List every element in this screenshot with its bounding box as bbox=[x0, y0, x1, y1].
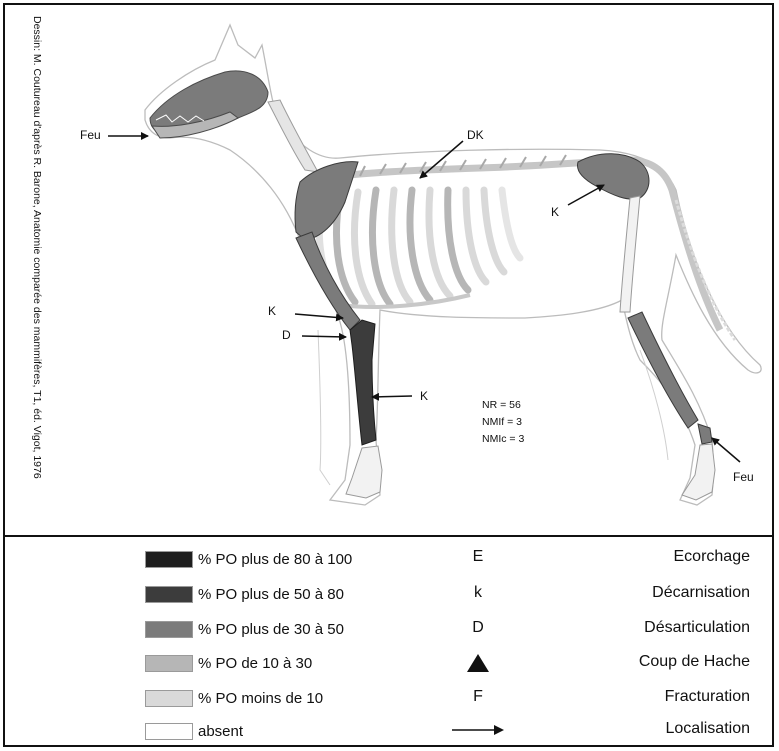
label-d-elbow: D bbox=[282, 328, 291, 342]
label-dk: DK bbox=[467, 128, 484, 142]
symbol-letter: E bbox=[460, 548, 496, 566]
label-feu-foot: Feu bbox=[733, 470, 754, 484]
arrow-k-radius bbox=[372, 396, 412, 397]
legend-label: % PO plus de 80 à 100 bbox=[198, 551, 352, 568]
legend-row: absent bbox=[145, 721, 243, 741]
tibia-bone bbox=[628, 312, 698, 428]
hind-foot-bones bbox=[682, 444, 715, 500]
legend-swatch bbox=[145, 621, 193, 638]
symbol-row: F Fracturation bbox=[460, 688, 750, 710]
stat-nmic: NMIc = 3 bbox=[482, 431, 524, 448]
symbol-letter: D bbox=[460, 619, 496, 637]
legend-swatch bbox=[145, 690, 193, 707]
symbol-row: D Désarticulation bbox=[460, 619, 750, 641]
label-k-radius: K bbox=[420, 389, 428, 403]
arrow-icon bbox=[448, 720, 508, 745]
legend-label: % PO moins de 10 bbox=[198, 690, 323, 707]
legend-swatch bbox=[145, 551, 193, 568]
symbol-label: Désarticulation bbox=[644, 619, 750, 637]
symbol-row: k Décarnisation bbox=[460, 584, 750, 606]
legend-row: % PO plus de 30 à 50 bbox=[145, 619, 344, 639]
symbol-letter: F bbox=[460, 688, 496, 706]
symbol-label: Fracturation bbox=[665, 688, 750, 706]
symbol-row: Coup de Hache bbox=[460, 653, 750, 675]
stat-nmif: NMIf = 3 bbox=[482, 414, 524, 431]
label-feu-head: Feu bbox=[80, 128, 101, 142]
legend-swatch bbox=[145, 586, 193, 603]
label-k-humerus: K bbox=[268, 304, 276, 318]
symbol-letter: k bbox=[460, 584, 496, 602]
arrow-feu-foot bbox=[712, 438, 740, 462]
legend-row: % PO plus de 80 à 100 bbox=[145, 549, 352, 569]
stat-nr: NR = 56 bbox=[482, 397, 524, 414]
symbol-label: Coup de Hache bbox=[639, 653, 750, 671]
legend-row: % PO plus de 50 à 80 bbox=[145, 584, 344, 604]
symbol-row: Localisation bbox=[460, 720, 750, 742]
arrow-d-elbow bbox=[302, 336, 346, 337]
legend-swatch bbox=[145, 723, 193, 740]
legend-label: absent bbox=[198, 723, 243, 740]
label-k-pelvis: K bbox=[551, 205, 559, 219]
arrow-k-humerus bbox=[295, 314, 343, 318]
triangle-icon bbox=[460, 653, 496, 678]
legend-swatch bbox=[145, 655, 193, 672]
symbol-label: Ecorchage bbox=[674, 548, 751, 566]
dog-skeleton-drawing bbox=[0, 0, 779, 535]
legend-row: % PO de 10 à 30 bbox=[145, 653, 312, 673]
legend-row: % PO moins de 10 bbox=[145, 688, 323, 708]
legend-divider bbox=[3, 535, 774, 537]
symbol-label: Décarnisation bbox=[652, 584, 750, 602]
legend-label: % PO plus de 30 à 50 bbox=[198, 621, 344, 638]
legend-label: % PO plus de 50 à 80 bbox=[198, 586, 344, 603]
legend-label: % PO de 10 à 30 bbox=[198, 655, 312, 672]
symbol-row: E Ecorchage bbox=[460, 548, 750, 570]
symbol-label: Localisation bbox=[666, 720, 751, 738]
stats-block: NR = 56 NMIf = 3 NMIc = 3 bbox=[482, 397, 524, 448]
